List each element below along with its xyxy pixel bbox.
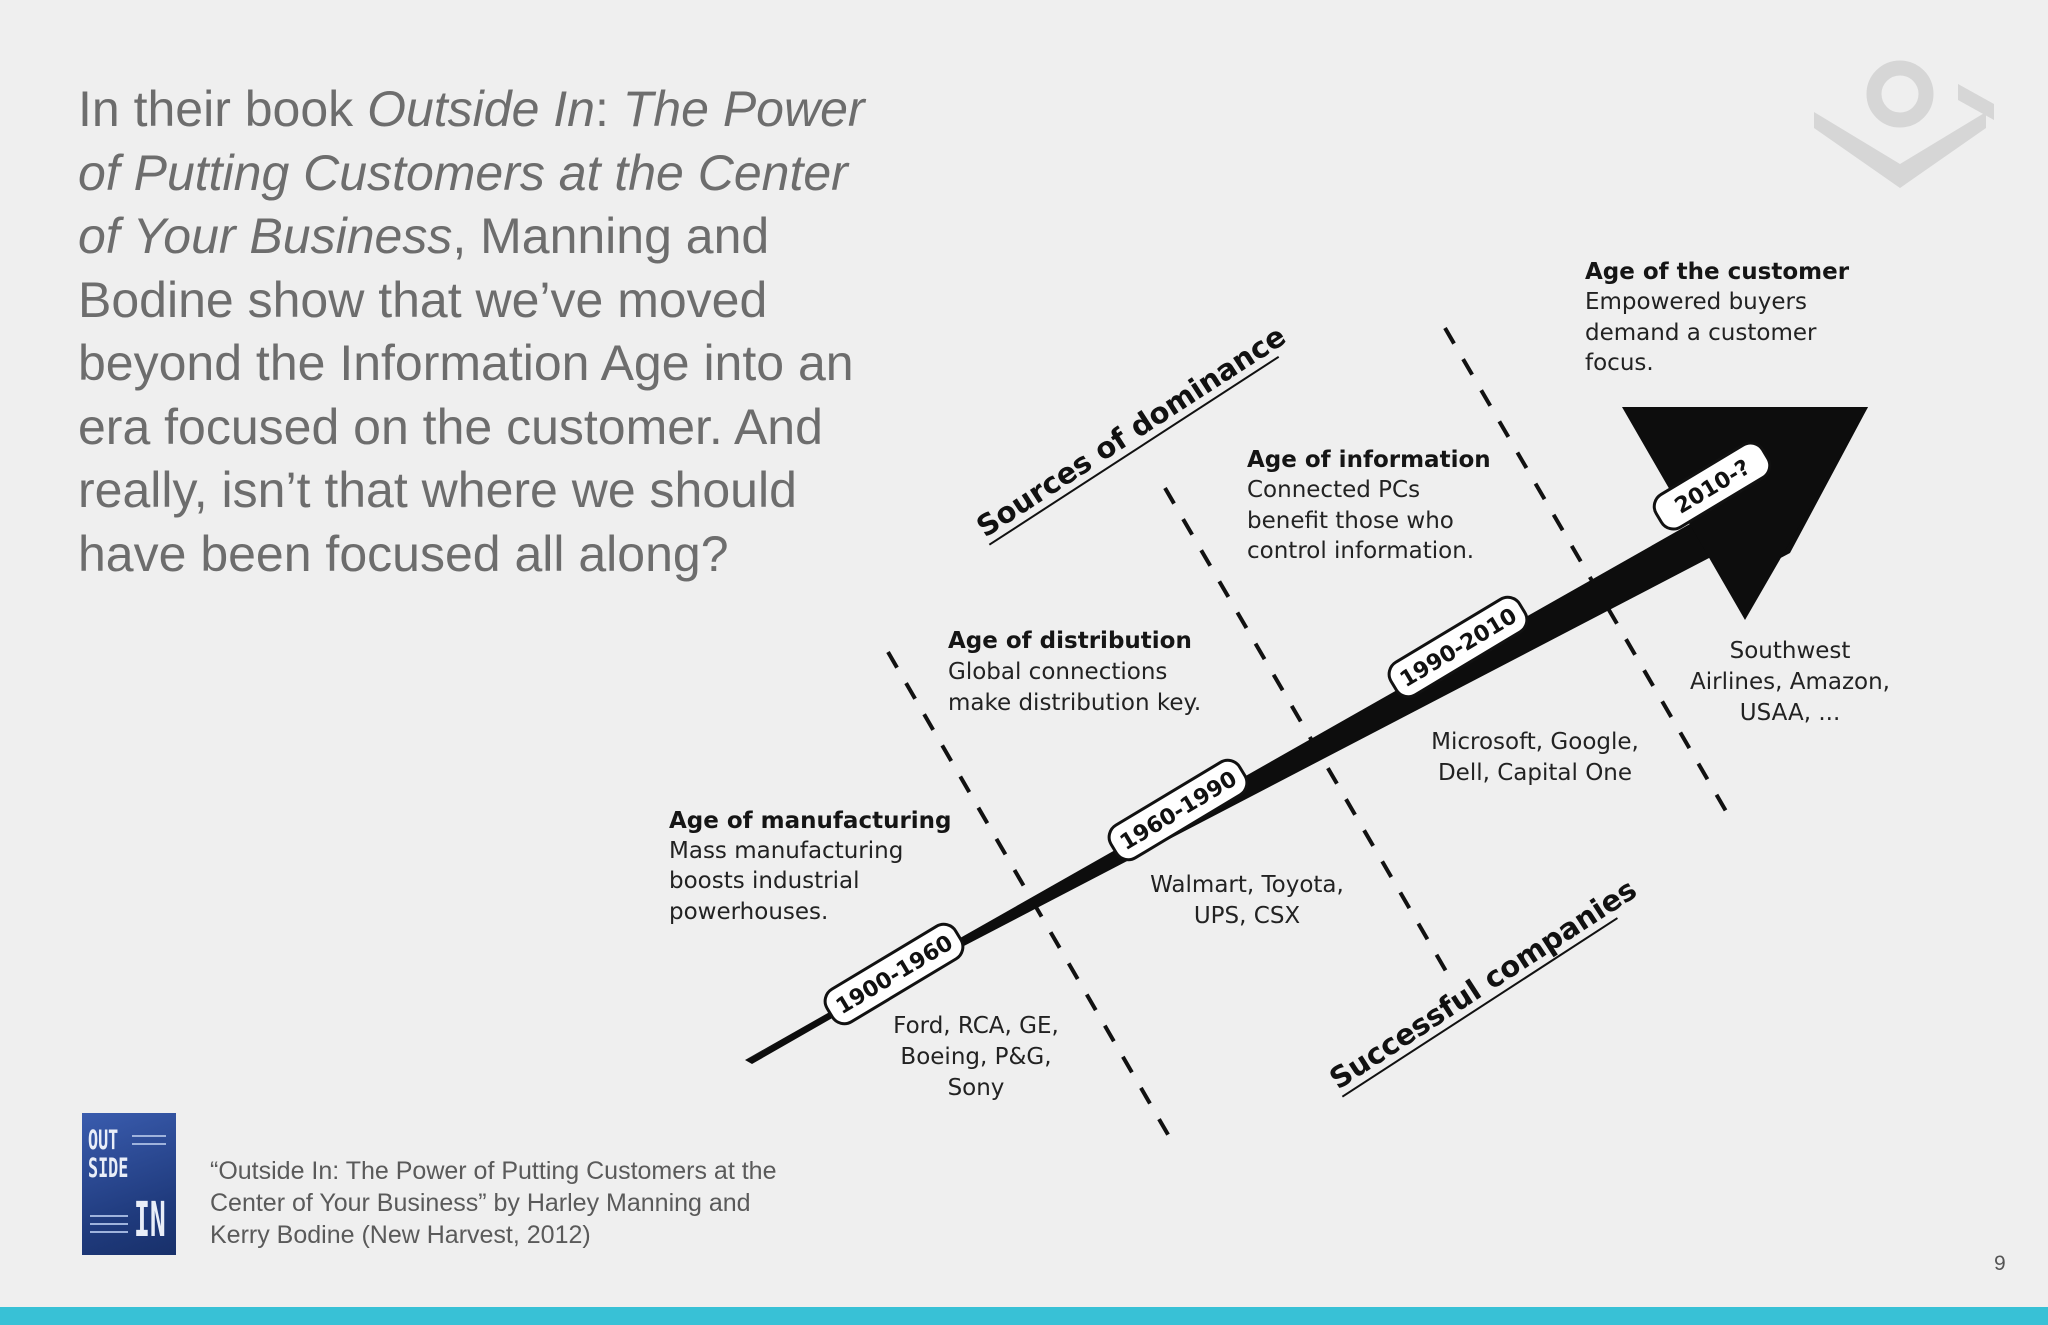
era-title: Age of the customer xyxy=(1585,259,1850,285)
svg-text:Sources of dominance: Sources of dominance xyxy=(970,319,1291,544)
era-desc: make distribution key. xyxy=(948,690,1201,716)
era-desc: powerhouses. xyxy=(669,899,828,925)
era-customer: Age of the customer Empowered buyers dem… xyxy=(1585,259,1890,726)
era-desc: Empowered buyers xyxy=(1585,289,1807,315)
era-companies: UPS, CSX xyxy=(1194,903,1301,929)
era-desc: focus. xyxy=(1585,350,1654,376)
era-companies: Walmart, Toyota, xyxy=(1150,872,1344,898)
era-desc: demand a customer xyxy=(1585,320,1817,346)
era-companies: Microsoft, Google, xyxy=(1431,729,1639,755)
svg-text:1900-1960: 1900-1960 xyxy=(832,931,958,1020)
period-badge: 1960-1990 xyxy=(1104,755,1252,865)
successful-companies-label: Successful companies xyxy=(1323,872,1643,1097)
era-companies: Ford, RCA, GE, xyxy=(893,1013,1059,1039)
era-companies: Sony xyxy=(948,1075,1005,1101)
cover-title-bottom: IN xyxy=(134,1195,166,1245)
svg-text:Successful companies: Successful companies xyxy=(1323,872,1642,1096)
era-desc: benefit those who xyxy=(1247,508,1454,534)
era-companies: USAA, ... xyxy=(1740,700,1841,726)
era-desc: Connected PCs xyxy=(1247,477,1420,503)
era-companies: Airlines, Amazon, xyxy=(1690,669,1890,695)
era-desc: Global connections xyxy=(948,659,1167,685)
era-manufacturing: Age of manufacturing Mass manufacturing … xyxy=(669,808,1059,1101)
era-companies: Dell, Capital One xyxy=(1438,760,1632,786)
era-title: Age of distribution xyxy=(948,628,1192,654)
svg-text:1960-1990: 1960-1990 xyxy=(1116,767,1242,856)
book-citation: “Outside In: The Power of Putting Custom… xyxy=(210,1155,810,1251)
era-title: Age of information xyxy=(1247,447,1491,473)
sources-of-dominance-label: Sources of dominance xyxy=(970,319,1292,545)
bottom-accent-bar xyxy=(0,1307,2048,1325)
era-desc: boosts industrial xyxy=(669,868,860,894)
page-number: 9 xyxy=(1994,1252,2006,1276)
era-desc: control information. xyxy=(1247,538,1474,564)
era-companies: Boeing, P&G, xyxy=(900,1044,1051,1070)
era-companies: Southwest xyxy=(1730,638,1851,664)
era-desc: Mass manufacturing xyxy=(669,838,903,864)
era-title: Age of manufacturing xyxy=(669,808,952,834)
